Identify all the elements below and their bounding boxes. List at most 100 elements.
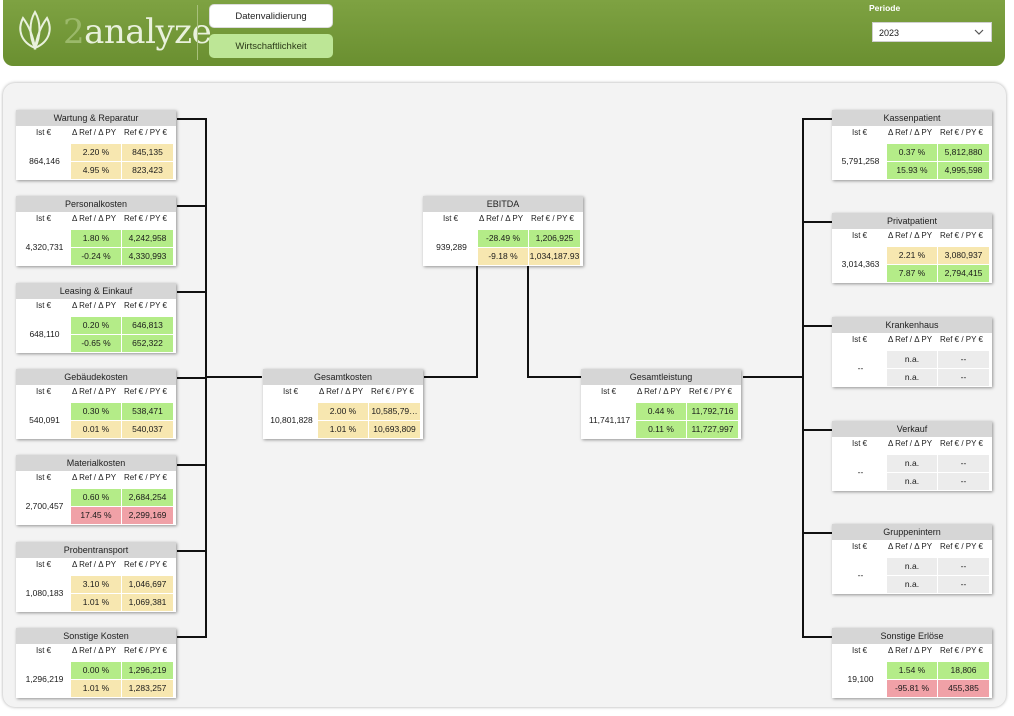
- ist-value: 1,080,183: [19, 576, 70, 610]
- col-header-ref: Ref € / PY €: [940, 542, 983, 551]
- node-title: Personalkosten: [16, 196, 176, 212]
- delta-ref-value: 0.37 %: [887, 144, 937, 161]
- ist-value: --: [835, 351, 886, 385]
- node-title: Materialkosten: [16, 455, 176, 471]
- col-header-ist: Ist €: [36, 214, 52, 223]
- col-header-ist: Ist €: [443, 214, 459, 223]
- periode-dropdown[interactable]: 2023: [872, 22, 992, 42]
- ist-value: 1,296,219: [19, 662, 70, 696]
- delta-py-value: n.a.: [887, 473, 937, 490]
- delta-py-value: n.a.: [887, 369, 937, 386]
- col-header-ref: Ref € / PY €: [124, 473, 167, 482]
- col-header-delta: Δ Ref / Δ PY: [888, 542, 933, 551]
- col-header-delta: Δ Ref / Δ PY: [888, 231, 933, 240]
- col-header-delta: Δ Ref / Δ PY: [888, 335, 933, 344]
- app-header: 2analyze Datenvalidierung Wirtschaftlich…: [3, 0, 1005, 66]
- col-header-ist: Ist €: [852, 646, 868, 655]
- ref-value: --: [938, 351, 989, 368]
- delta-py-value: 0.01 %: [71, 421, 121, 438]
- node-title: Wartung & Reparatur: [16, 110, 176, 126]
- col-header-ist: Ist €: [601, 387, 617, 396]
- delta-py-value: -95.81 %: [887, 680, 937, 697]
- py-value: --: [938, 369, 989, 386]
- py-value: --: [938, 576, 989, 593]
- brand-logo: 2analyze: [11, 8, 212, 56]
- col-header-ref: Ref € / PY €: [371, 387, 414, 396]
- header-divider: [197, 5, 198, 60]
- delta-py-value: 4.95 %: [71, 162, 121, 179]
- col-header-ist: Ist €: [852, 542, 868, 551]
- delta-py-value: 15.93 %: [887, 162, 937, 179]
- brand-name: 2analyze: [63, 12, 212, 52]
- ist-value: 10,801,828: [266, 403, 317, 437]
- col-header-ist: Ist €: [36, 128, 52, 137]
- delta-py-value: 7.87 %: [887, 265, 937, 282]
- ref-value: 5,812,880: [938, 144, 989, 161]
- node-title: Krankenhaus: [832, 317, 992, 333]
- ref-value: 1,046,697: [122, 576, 173, 593]
- py-value: --: [938, 473, 989, 490]
- col-header-ist: Ist €: [36, 473, 52, 482]
- delta-py-value: n.a.: [887, 576, 937, 593]
- nav-datenvalidierung-button[interactable]: Datenvalidierung: [209, 4, 333, 28]
- node-title: EBITDA: [423, 196, 583, 212]
- delta-ref-value: 0.44 %: [636, 403, 686, 420]
- col-header-ref: Ref € / PY €: [124, 560, 167, 569]
- node-title: Gesamtkosten: [263, 369, 423, 385]
- col-header-delta: Δ Ref / Δ PY: [72, 560, 117, 569]
- delta-py-value: -0.65 %: [71, 335, 121, 352]
- col-header-ist: Ist €: [283, 387, 299, 396]
- col-header-ist: Ist €: [36, 301, 52, 310]
- ist-value: 5,791,258: [835, 144, 886, 178]
- delta-ref-value: 0.00 %: [71, 662, 121, 679]
- delta-ref-value: n.a.: [887, 455, 937, 472]
- py-value: 652,322: [122, 335, 173, 352]
- col-header-delta: Δ Ref / Δ PY: [72, 214, 117, 223]
- ist-value: --: [835, 455, 886, 489]
- ist-value: 19,100: [835, 662, 886, 696]
- py-value: 1,283,257: [122, 680, 173, 697]
- col-header-delta: Δ Ref / Δ PY: [888, 646, 933, 655]
- py-value: 455,385: [938, 680, 989, 697]
- delta-ref-value: 0.30 %: [71, 403, 121, 420]
- col-header-delta: Δ Ref / Δ PY: [888, 128, 933, 137]
- delta-ref-value: 0.60 %: [71, 489, 121, 506]
- delta-py-value: 1.01 %: [71, 594, 121, 611]
- py-value: 4,995,598: [938, 162, 989, 179]
- col-header-ref: Ref € / PY €: [124, 387, 167, 396]
- col-header-ist: Ist €: [36, 560, 52, 569]
- col-header-delta: Δ Ref / Δ PY: [72, 473, 117, 482]
- ref-value: 1,206,925: [529, 230, 580, 247]
- col-header-delta: Δ Ref / Δ PY: [479, 214, 524, 223]
- ref-value: 646,813: [122, 317, 173, 334]
- ref-value: 11,792,716: [687, 403, 738, 420]
- node-title: Gruppenintern: [832, 524, 992, 540]
- col-header-ist: Ist €: [852, 439, 868, 448]
- ist-value: 11,741,117: [584, 403, 635, 437]
- nav-wirtschaftlichkeit-button[interactable]: Wirtschaftlichkeit: [209, 34, 333, 58]
- node-title: Kassenpatient: [832, 110, 992, 126]
- node-title: Verkauf: [832, 421, 992, 437]
- py-value: 11,727,997: [687, 421, 738, 438]
- col-header-ref: Ref € / PY €: [124, 646, 167, 655]
- col-header-ref: Ref € / PY €: [531, 214, 574, 223]
- delta-py-value: -9.18 %: [478, 248, 528, 265]
- col-header-ist: Ist €: [36, 387, 52, 396]
- py-value: 823,423: [122, 162, 173, 179]
